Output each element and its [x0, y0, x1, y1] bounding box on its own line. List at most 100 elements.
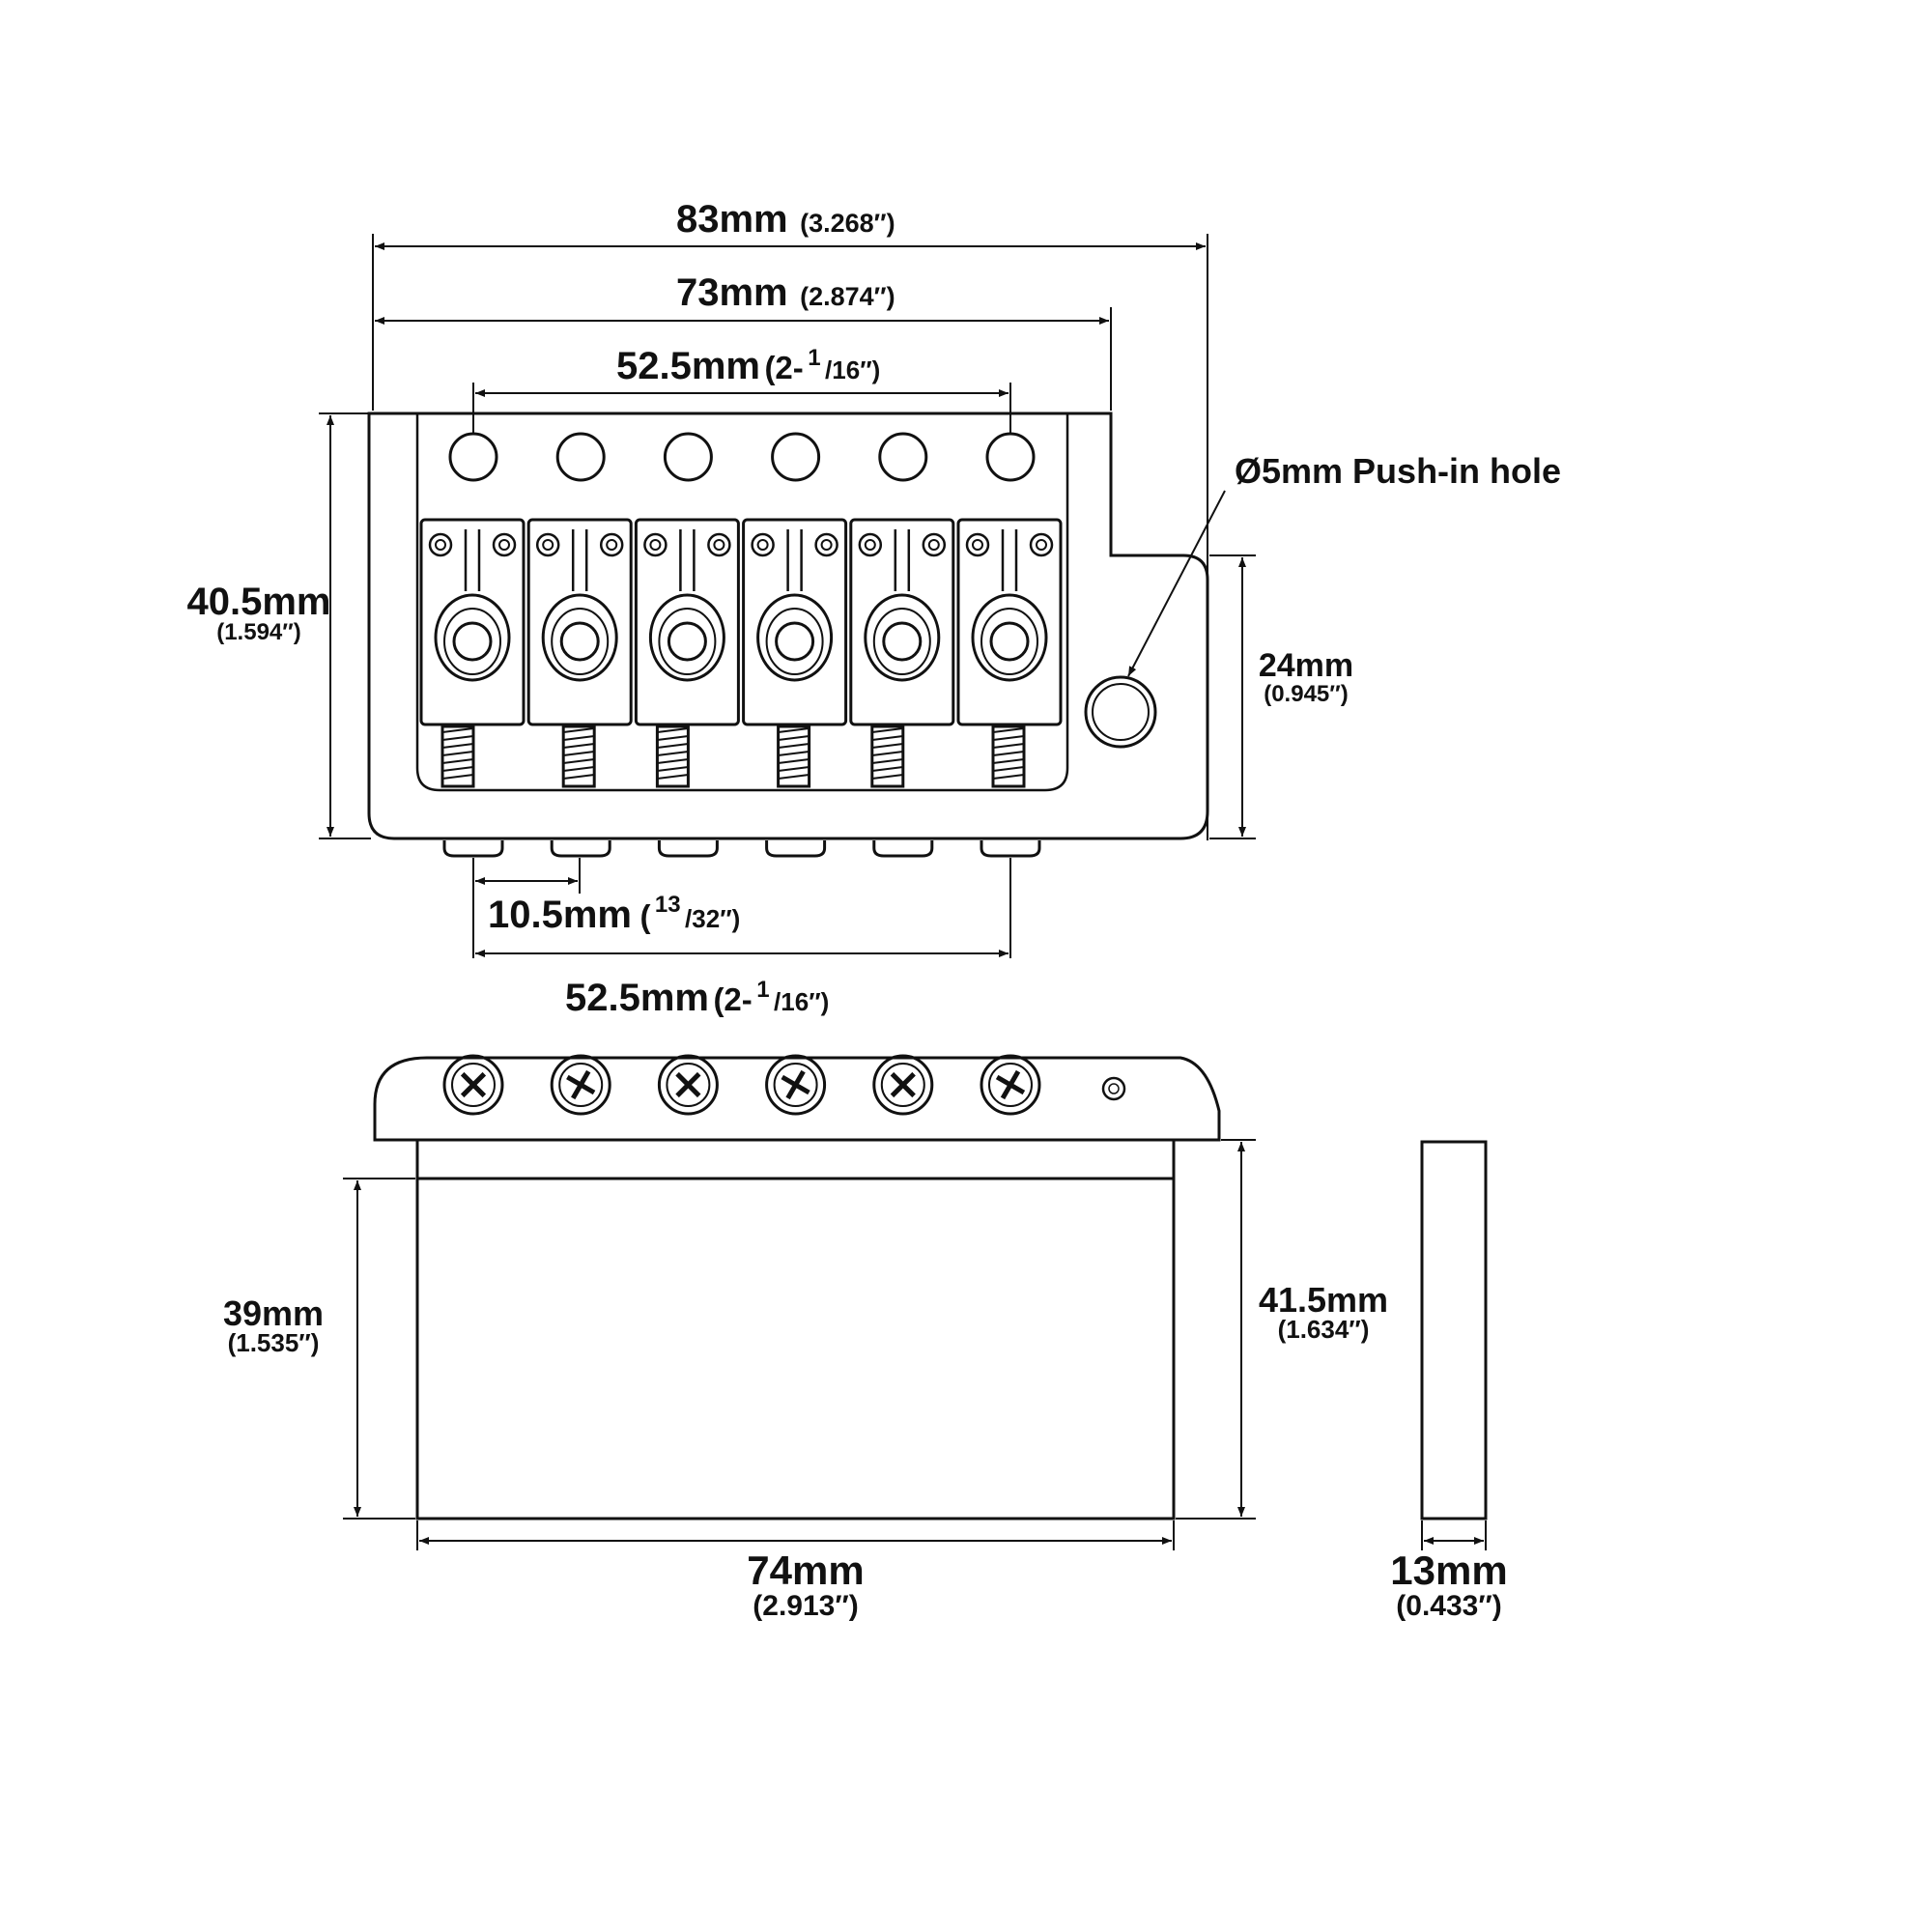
screw-thread: [657, 774, 689, 780]
saddle-ring-outer: [756, 593, 834, 682]
height-screw-hex: [498, 539, 510, 551]
dim-24mm-imperial: (0.945″): [1264, 681, 1349, 707]
screw-thread: [778, 774, 810, 780]
screw-thread: [871, 766, 903, 772]
height-screw: [965, 532, 990, 557]
saddle-ring-hole: [882, 621, 923, 662]
side-screw: [765, 1054, 827, 1116]
screw-thread: [441, 727, 474, 733]
screw-thread: [441, 766, 474, 772]
side-screw-inner: [773, 1063, 818, 1107]
saddle: [742, 518, 848, 788]
saddle-ring-hole: [775, 621, 815, 662]
dim-39mm-imperial: (1.535″): [228, 1328, 320, 1357]
intonation-screw: [991, 724, 1026, 788]
height-screw: [428, 532, 453, 557]
height-screw-hex: [1036, 539, 1047, 551]
screw-head-nub: [872, 840, 934, 858]
push-hole-label: Ø5mm Push-in hole: [1235, 451, 1561, 491]
side-small-screw: [1101, 1076, 1126, 1101]
side-screw: [980, 1054, 1041, 1116]
screw-thread: [778, 727, 810, 733]
screw-thread: [992, 743, 1025, 749]
screw-thread: [563, 758, 595, 764]
screw-thread: [871, 774, 903, 780]
dim-52-5mm-top-imp-open: (2-: [764, 350, 803, 385]
screw-head-nub: [442, 840, 504, 858]
dim-74mm-imperial: (2.913″): [753, 1590, 858, 1622]
dim-39mm-metric: 39mm: [223, 1293, 324, 1333]
string-slot: [464, 529, 481, 591]
height-screw: [1029, 532, 1054, 557]
saddle-ring-hole: [452, 621, 493, 662]
intonation-screw: [440, 724, 475, 788]
saddle-ring-inner: [658, 608, 717, 675]
string-slot: [679, 529, 696, 591]
dim-40-5mm-metric: 40.5mm: [187, 581, 331, 623]
screw-thread: [992, 766, 1025, 772]
dim-83mm-imperial: (3.268″): [800, 209, 895, 238]
screw-thread: [441, 735, 474, 741]
side-screw: [872, 1054, 934, 1116]
side-view: [373, 1054, 1221, 1520]
saddle-body: [634, 518, 740, 726]
side-view-dimension-lines: [343, 1139, 1256, 1550]
screw-thread: [992, 735, 1025, 741]
screw-thread: [441, 751, 474, 756]
saddle: [526, 518, 633, 788]
string-slot: [571, 529, 588, 591]
saddle-ring-hole: [559, 621, 600, 662]
screw-thread: [563, 774, 595, 780]
saddle-body: [742, 518, 848, 726]
intonation-screw: [655, 724, 690, 788]
height-screw: [814, 532, 838, 557]
labels: 83mm (3.268″) 73mm (2.874″) 52.5mm (2- 1…: [187, 198, 1562, 1622]
screw-thread: [563, 735, 595, 741]
height-screw-hex: [713, 539, 725, 551]
side-screw-slot: [571, 1069, 591, 1100]
screw-thread: [871, 735, 903, 741]
side-screw-inner: [558, 1063, 604, 1107]
dim-52-5mm-bottom-imp-den: /16″): [774, 987, 829, 1016]
saddle-ring-outer: [971, 593, 1048, 682]
screw-thread: [441, 758, 474, 764]
side-screw-head: [657, 1054, 719, 1116]
saddle-body: [419, 518, 526, 726]
saddle-ring-hole: [667, 621, 707, 662]
string-hole: [985, 432, 1036, 482]
saddle: [634, 518, 740, 788]
screw-thread: [871, 758, 903, 764]
dim-41-5mm-metric: 41.5mm: [1259, 1280, 1388, 1320]
height-screw: [858, 532, 883, 557]
string-hole: [771, 432, 821, 482]
screw-thread: [992, 774, 1025, 780]
saddle-ring-outer: [434, 593, 511, 682]
screw-thread: [441, 743, 474, 749]
side-screw-head: [872, 1054, 934, 1116]
dim-52-5mm-bottom-label: 52.5mm (2- 1 /16″): [565, 977, 829, 1019]
saddle-screw-heads: [442, 840, 1041, 858]
intonation-screw: [561, 724, 596, 788]
height-screw-hex: [820, 539, 833, 551]
saddle-ring-outer: [541, 593, 618, 682]
dim-10-5mm-imp-open: (: [639, 898, 650, 934]
dim-10-5mm-imp-num: 13: [655, 892, 681, 918]
saddle-ring-hole: [989, 621, 1030, 662]
screw-thread: [657, 743, 689, 749]
screw-head-nub: [765, 840, 827, 858]
screw-thread: [563, 766, 595, 772]
screw-head-nub: [550, 840, 611, 858]
saddle-ring-inner: [872, 608, 931, 675]
screw-thread: [992, 751, 1025, 756]
height-screw: [643, 532, 668, 557]
screw-thread: [657, 751, 689, 756]
screw-thread: [563, 727, 595, 733]
dim-52-5mm-top-label: 52.5mm (2- 1 /16″): [616, 345, 880, 387]
side-block-upper: [415, 1138, 1176, 1180]
side-screw-head: [980, 1054, 1041, 1116]
screw-thread: [992, 758, 1025, 764]
screw-thread: [778, 743, 810, 749]
dim-10-5mm-metric: 10.5mm: [488, 894, 632, 936]
